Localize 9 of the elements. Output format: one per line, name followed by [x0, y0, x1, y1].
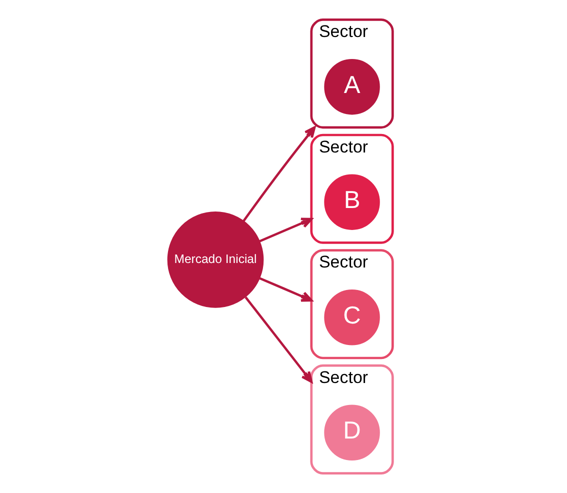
arrow — [258, 277, 312, 302]
arrow — [242, 126, 316, 222]
node-circle: C — [324, 290, 380, 346]
arrow — [258, 218, 312, 242]
node-circle: Mercado Inicial — [166, 212, 264, 308]
node-circle: B — [324, 174, 380, 230]
node-circle: D — [324, 404, 380, 461]
node-circle: A — [324, 58, 380, 115]
arrow — [244, 296, 312, 383]
